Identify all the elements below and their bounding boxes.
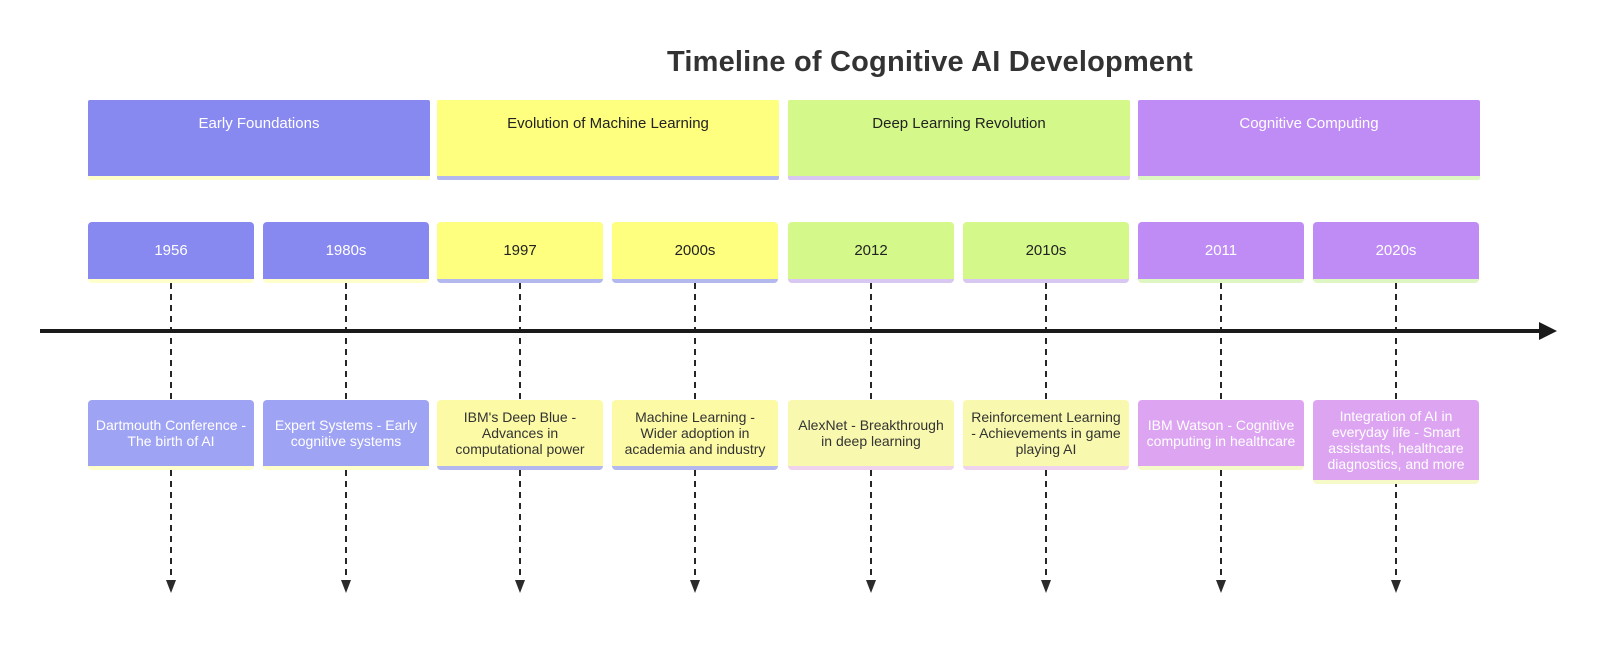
period-box-2000s: 2000s [612, 222, 778, 283]
event-label: IBM Watson - Cognitive computing in heal… [1146, 416, 1296, 449]
event-box-alexnet: AlexNet - Breakthrough in deep learning [788, 400, 954, 470]
event-box-deep-blue: IBM's Deep Blue - Advances in computatio… [437, 400, 603, 470]
section-bar-cognitive-computing: Cognitive Computing [1138, 100, 1480, 180]
arrow-right-icon [1539, 322, 1557, 340]
arrow-down-icon [1216, 580, 1226, 593]
period-box-1980s: 1980s [263, 222, 429, 283]
period-label: 2020s [1375, 242, 1417, 259]
arrow-down-icon [166, 580, 176, 593]
period-box-2012: 2012 [788, 222, 954, 283]
diagram-title: Timeline of Cognitive AI Development [666, 46, 1194, 78]
event-box-expert-systems: Expert Systems - Early cognitive systems [263, 400, 429, 470]
arrow-down-icon [1041, 580, 1051, 593]
period-label: 2011 [1204, 242, 1238, 259]
section-label: Early Foundations [198, 115, 320, 132]
period-label: 2000s [674, 242, 716, 259]
period-label: 1956 [154, 242, 188, 259]
event-label: IBM's Deep Blue - Advances in computatio… [455, 408, 585, 458]
period-box-1956: 1956 [88, 222, 254, 283]
period-label: 1980s [325, 242, 367, 259]
event-box-reinforcement-learning: Reinforcement Learning - Achievements in… [963, 400, 1129, 470]
event-label: Machine Learning - Wider adoption in aca… [624, 408, 766, 458]
event-box-ibm-watson: IBM Watson - Cognitive computing in heal… [1138, 400, 1304, 470]
period-box-2010s: 2010s [963, 222, 1129, 283]
event-label: Dartmouth Conference - The birth of AI [95, 416, 247, 449]
period-label: 2010s [1025, 242, 1067, 259]
timeline-axis [40, 322, 1557, 340]
section-bar-deep-learning-revolution: Deep Learning Revolution [788, 100, 1130, 180]
section-label: Deep Learning Revolution [872, 115, 1046, 132]
event-label: Reinforcement Learning - Achievements in… [971, 408, 1121, 458]
period-box-1997: 1997 [437, 222, 603, 283]
period-label: 2012 [854, 242, 888, 259]
section-bar-evolution-of-machine-learning: Evolution of Machine Learning [437, 100, 779, 180]
section-label: Evolution of Machine Learning [507, 115, 709, 132]
arrow-down-icon [341, 580, 351, 593]
event-box-ai-integration: Integration of AI in everyday life - Sma… [1313, 400, 1479, 485]
period-label: 1997 [503, 242, 537, 259]
event-label: Integration of AI in everyday life - Sma… [1327, 408, 1465, 473]
arrow-down-icon [515, 580, 525, 593]
event-label: AlexNet - Breakthrough in deep learning [798, 416, 944, 449]
arrow-down-icon [866, 580, 876, 593]
event-label: Expert Systems - Early cognitive systems [274, 416, 418, 449]
event-box-machine-learning: Machine Learning - Wider adoption in aca… [612, 400, 778, 470]
period-box-2011: 2011 [1138, 222, 1304, 283]
arrow-down-icon [690, 580, 700, 593]
section-label: Cognitive Computing [1239, 115, 1379, 132]
section-bar-early-foundations: Early Foundations [88, 100, 430, 180]
event-box-dartmouth-conference: Dartmouth Conference - The birth of AI [88, 400, 254, 470]
arrow-down-icon [1391, 580, 1401, 593]
period-box-2020s: 2020s [1313, 222, 1479, 283]
